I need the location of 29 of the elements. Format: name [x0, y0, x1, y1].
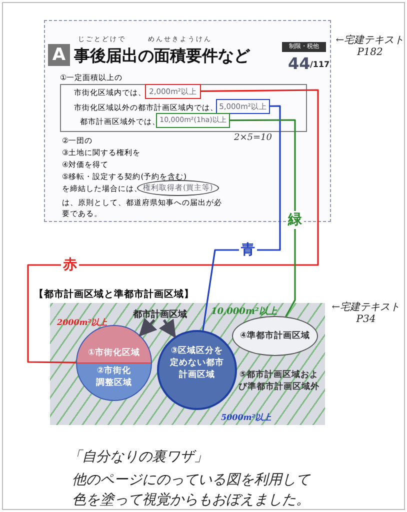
connector-line	[27, 89, 319, 364]
handwritten-value: 2000m²以上	[57, 317, 108, 328]
arrow	[158, 318, 176, 338]
edge-label: 緑	[286, 211, 304, 229]
section-heading: 【都市計画区域と準都市計画区域】	[34, 288, 194, 301]
connector-line	[202, 105, 281, 331]
arrow	[138, 318, 158, 337]
node-text: ①市街化区域	[86, 346, 142, 360]
diagram-panel	[50, 303, 325, 425]
section-title: 事後届出の面積要件など	[74, 46, 250, 67]
node-text: 都市計画区域	[132, 308, 188, 321]
handwritten-note: ←宅建テキスト P182	[334, 34, 406, 58]
page-total: /117	[310, 60, 330, 69]
node-text: ③区域区分を定めない都市計画区域	[168, 344, 225, 381]
value-box	[145, 84, 201, 99]
area-text: ⑤都市計画区域および準都市計画区域外	[238, 369, 320, 393]
handwritten-value: 10,000m²以上	[211, 305, 277, 318]
edge-label: 青	[239, 241, 257, 259]
handwritten-value: 5000m²以上	[221, 412, 272, 423]
edge-label: 赤	[61, 256, 79, 274]
node-text: ④準都市計画区域	[238, 330, 312, 343]
handwritten-note: 他のページにのっている図を利用して色を塗って視覚からもおぼえました。	[72, 471, 312, 510]
connector-line	[230, 119, 296, 318]
section-letter: A	[48, 44, 70, 66]
handwritten-note: 「自分なりの裏ワザ」	[68, 448, 208, 466]
handwritten-note: ←宅建テキスト P34	[330, 300, 402, 325]
node-text: ②市街化調整区域	[95, 365, 133, 389]
handwritten-note: 2×5=10	[234, 133, 272, 143]
page-number: 44	[288, 54, 310, 73]
